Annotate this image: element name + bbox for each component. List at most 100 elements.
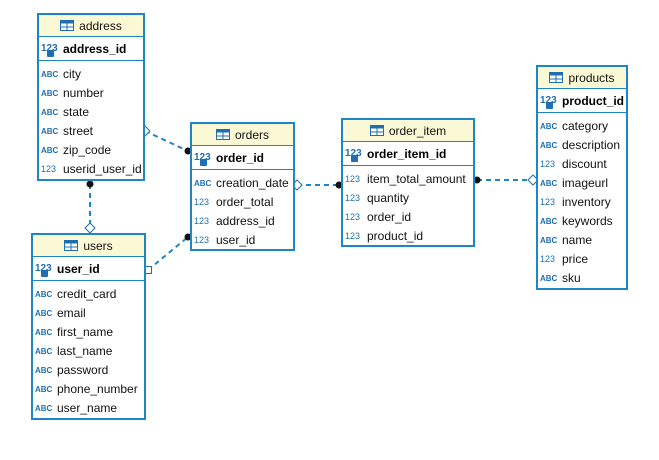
- text-type-icon: ABC: [35, 365, 53, 375]
- field-name: item_total_amount: [367, 172, 466, 186]
- field-name: quantity: [367, 191, 410, 205]
- numeric-type-icon: 123: [194, 197, 210, 207]
- field-name: order_id: [367, 210, 412, 224]
- field-name: street: [63, 124, 94, 138]
- field-row[interactable]: 123 user_id: [192, 231, 293, 250]
- numeric-type-icon: 123: [540, 197, 556, 207]
- field-name: credit_card: [57, 287, 117, 301]
- text-type-icon: ABC: [41, 145, 59, 155]
- numeric-type-icon: 123: [540, 254, 556, 264]
- entity-title: address: [79, 18, 122, 33]
- entity-header: products: [538, 67, 626, 89]
- field-row[interactable]: ABC city: [39, 65, 143, 84]
- field-row[interactable]: ABC zip_code: [39, 141, 143, 160]
- relationship-users-orders[interactable]: [147, 236, 189, 271]
- field-name: product_id: [367, 229, 424, 243]
- field-row[interactable]: 123 product_id: [343, 227, 473, 246]
- relationship-address-orders-dot-marker: [184, 147, 192, 155]
- primary-key-icon: [200, 158, 207, 166]
- field-row[interactable]: ABC keywords: [538, 212, 626, 231]
- field-name: city: [63, 67, 81, 81]
- field-name: sku: [562, 271, 581, 285]
- field-row[interactable]: ABC password: [33, 361, 144, 380]
- text-type-icon: ABC: [35, 346, 53, 356]
- field-name: phone_number: [57, 382, 138, 396]
- field-row[interactable]: ABC email: [33, 304, 144, 323]
- field-name: keywords: [562, 214, 613, 228]
- field-name: imageurl: [562, 176, 609, 190]
- entity-title: order_item: [388, 123, 447, 138]
- field-name: user_id: [57, 261, 100, 276]
- text-type-icon: ABC: [41, 69, 59, 79]
- field-row[interactable]: ABC last_name: [33, 342, 144, 361]
- relationship-address-orders[interactable]: [144, 130, 189, 152]
- text-type-icon: ABC: [540, 216, 558, 226]
- field-name: category: [562, 119, 609, 133]
- text-type-icon: ABC: [540, 140, 558, 150]
- field-name: order_id: [216, 150, 265, 165]
- field-name: last_name: [57, 344, 113, 358]
- text-type-icon: ABC: [41, 88, 59, 98]
- text-type-icon: ABC: [35, 308, 53, 318]
- numeric-type-key-icon: 123: [194, 152, 213, 166]
- field-name: password: [57, 363, 109, 377]
- field-name: address_id: [63, 41, 127, 56]
- field-name: address_id: [216, 214, 275, 228]
- field-name: zip_code: [63, 143, 112, 157]
- table-icon: [64, 240, 79, 251]
- field-name: product_id: [562, 93, 624, 108]
- entity-header: address: [39, 15, 143, 37]
- numeric-type-icon: 123: [41, 164, 57, 174]
- field-name: email: [57, 306, 86, 320]
- relationship-address-users-dot-marker: [86, 180, 94, 188]
- field-name: user_id: [216, 233, 256, 247]
- relationship-address-users-diamond-marker: [84, 222, 96, 234]
- table-icon: [215, 129, 230, 140]
- entity-header: users: [33, 235, 144, 257]
- primary-key-icon: [546, 101, 553, 109]
- field-name: name: [562, 233, 593, 247]
- numeric-type-icon: 123: [345, 231, 361, 241]
- numeric-type-icon: 123: [194, 235, 210, 245]
- table-icon: [369, 125, 384, 136]
- field-row[interactable]: 123 order_id: [343, 208, 473, 227]
- numeric-type-icon: 123: [345, 212, 361, 222]
- numeric-type-key-icon: 123: [345, 148, 364, 162]
- entity-title: orders: [234, 127, 269, 142]
